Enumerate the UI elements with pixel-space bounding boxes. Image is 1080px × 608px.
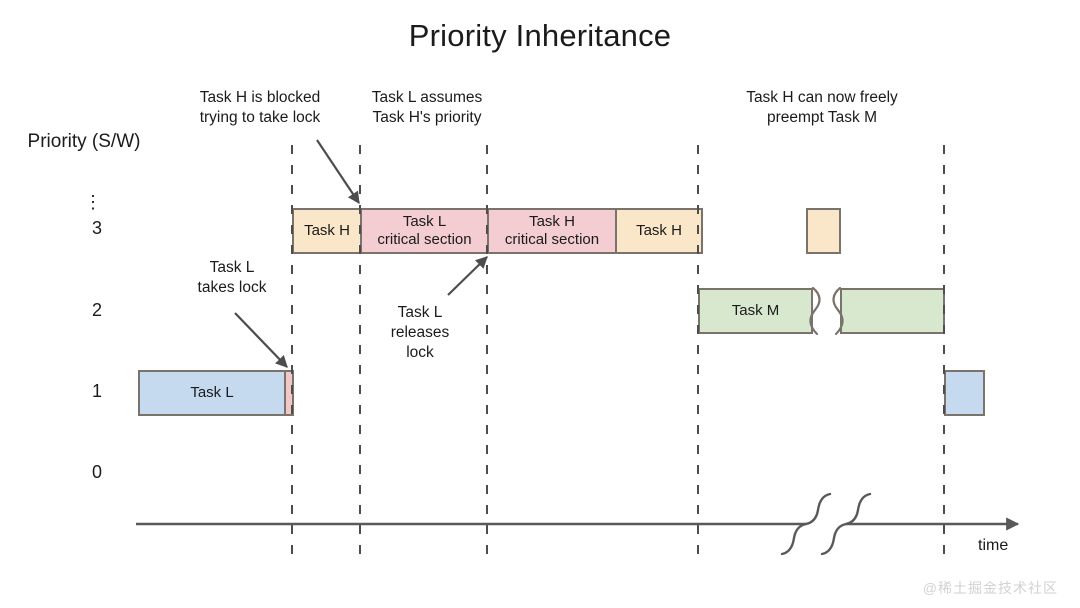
bar-task-h-preempting <box>806 208 841 254</box>
y-axis-tick-0: ⋮ <box>84 192 102 212</box>
bar-task-l: Task L <box>138 370 286 416</box>
bar-task-m-right <box>840 288 945 334</box>
bar-task-l-lock-sliver <box>284 370 294 416</box>
y-axis-title: Priority (S/W) <box>27 131 141 152</box>
y-axis-tick-3: 1 <box>91 381 102 401</box>
bar-task-l-resume <box>944 370 985 416</box>
y-axis-tick-1: 3 <box>91 218 102 238</box>
annot-task-h-preempt: Task H can now freely preempt Task M <box>746 89 898 126</box>
annot-task-l-releases-lock: Task L releases lock <box>390 304 450 361</box>
task-m-break <box>809 286 844 336</box>
arrow-task-l-releases-lock <box>447 256 488 296</box>
bar-task-m-left: Task M <box>698 288 813 334</box>
arrow-task-h-blocked <box>316 139 360 205</box>
page-title: Priority Inheritance <box>408 18 672 53</box>
watermark: @稀土掘金技术社区 <box>922 580 1058 596</box>
annot-task-l-takes-lock: Task L takes lock <box>197 259 267 296</box>
y-axis-tick-2: 2 <box>91 300 102 320</box>
bar-task-h-first: Task H <box>292 208 362 254</box>
annot-task-h-blocked: Task H is blocked trying to take lock <box>199 89 321 126</box>
annot-task-l-assumes: Task L assumes Task H's priority <box>371 89 483 126</box>
time-axis <box>136 492 1020 556</box>
bar-task-h-critical: Task H critical section <box>487 208 617 254</box>
arrow-task-l-takes-lock <box>234 312 288 368</box>
bar-task-h-second: Task H <box>615 208 703 254</box>
bar-task-l-critical: Task L critical section <box>360 208 489 254</box>
y-axis-tick-4: 0 <box>91 462 102 482</box>
x-axis-label: time <box>978 537 1009 554</box>
